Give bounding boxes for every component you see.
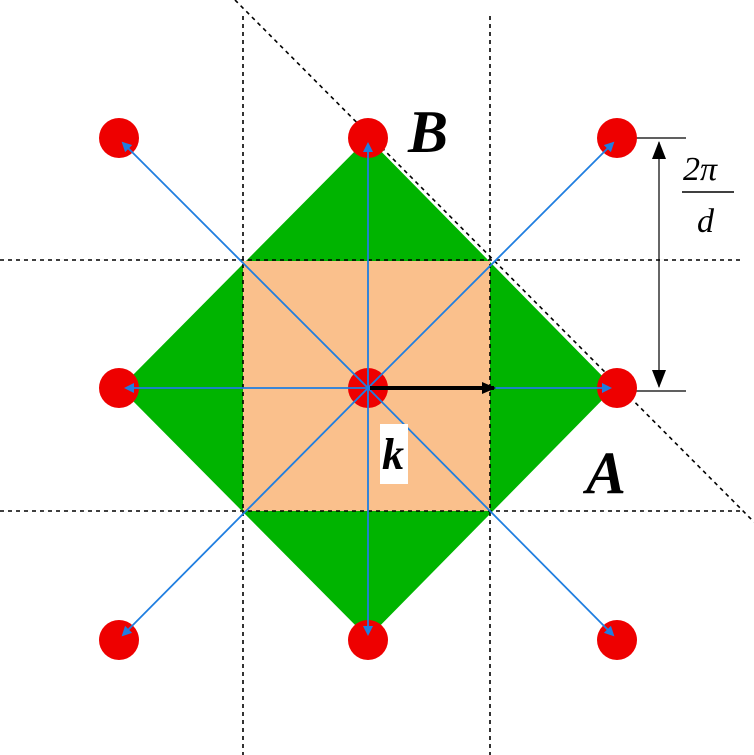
lattice-point — [348, 118, 388, 158]
spacing-label-numerator: 2π — [683, 151, 718, 188]
label-point-a: A — [582, 440, 626, 506]
label-point-b: B — [407, 99, 448, 165]
wave-vector-label-background — [380, 424, 408, 484]
reciprocal-vector-down-left — [121, 387, 369, 637]
label-wave-vector: k — [382, 430, 404, 479]
lattice-point — [99, 368, 139, 408]
lattice-point — [597, 368, 637, 408]
spacing-dimension — [622, 137, 686, 392]
spacing-label-denominator: d — [697, 203, 715, 240]
reciprocal-vector-up-left — [121, 141, 369, 389]
lattice-point — [348, 620, 388, 660]
reciprocal-vector-down-right — [367, 387, 615, 637]
reciprocal-vector-up-right — [367, 141, 615, 389]
